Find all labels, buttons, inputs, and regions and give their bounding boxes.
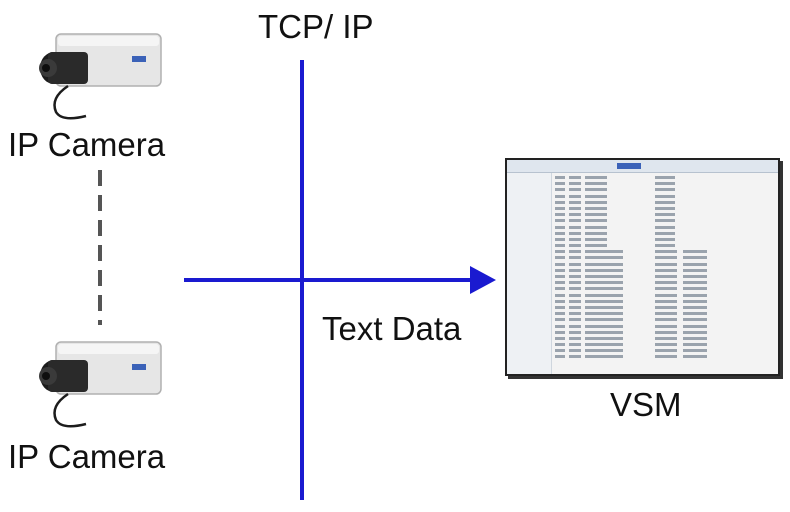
vsm-label: VSM	[610, 386, 682, 423]
camera-2-label: IP Camera	[8, 438, 166, 475]
log-row	[555, 355, 772, 359]
log-row	[555, 349, 772, 353]
log-row	[555, 256, 772, 260]
log-row	[555, 318, 772, 322]
software-screen-icon	[505, 158, 780, 376]
log-row	[555, 250, 772, 254]
screen-log-list	[555, 176, 772, 366]
log-row	[555, 330, 772, 334]
text-data-label: Text Data	[322, 310, 462, 347]
log-row	[555, 244, 772, 248]
log-row	[555, 343, 772, 347]
arrow-right-icon	[470, 266, 496, 294]
ip-camera-icon	[39, 341, 162, 428]
log-row	[555, 275, 772, 278]
log-row	[555, 188, 772, 192]
log-row	[555, 293, 772, 297]
ip-camera-icon	[39, 33, 162, 120]
log-row	[555, 312, 772, 316]
log-row	[555, 219, 772, 223]
screen-brand-logo	[617, 163, 641, 169]
log-row	[555, 213, 772, 217]
log-row	[555, 287, 772, 291]
log-row	[555, 324, 772, 328]
screen-sidebar	[507, 173, 552, 374]
tcp-ip-label: TCP/ IP	[258, 8, 374, 45]
screen-toolbar	[507, 160, 778, 173]
log-row	[555, 299, 772, 303]
log-row	[555, 194, 772, 198]
log-row	[555, 268, 772, 272]
log-row	[555, 262, 772, 266]
log-row	[555, 281, 772, 285]
log-row	[555, 225, 772, 229]
log-row	[555, 200, 772, 204]
log-row	[555, 231, 772, 235]
log-row	[555, 206, 772, 210]
log-row	[555, 182, 772, 186]
log-row	[555, 336, 772, 340]
log-row	[555, 176, 772, 179]
log-row	[555, 237, 772, 241]
camera-1-label: IP Camera	[8, 126, 166, 163]
log-row	[555, 305, 772, 309]
